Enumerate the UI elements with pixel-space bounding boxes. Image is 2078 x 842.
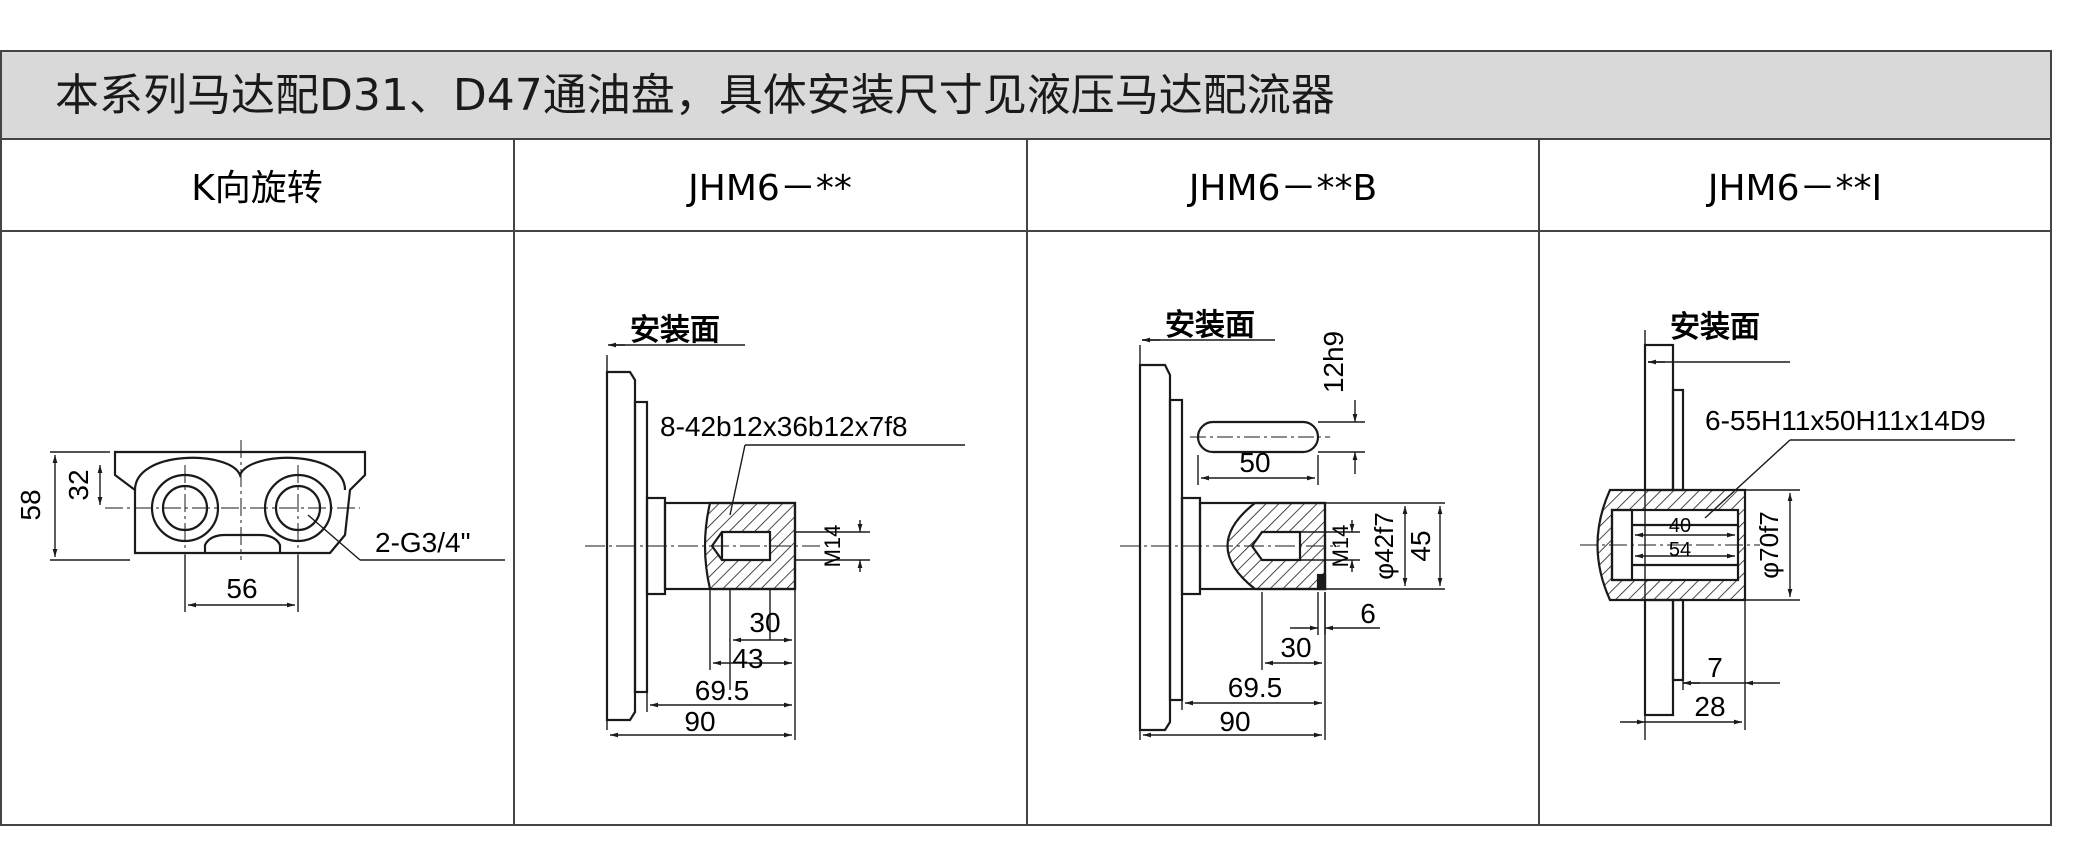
- jhm6-drawing: [585, 355, 820, 730]
- jhm6b-key-length: 50: [1239, 447, 1270, 478]
- column-header-jhm6: JHM6－**: [686, 168, 852, 209]
- jhm6i-bore-dia: φ70f7: [1754, 511, 1784, 578]
- k-view-drawing: [105, 440, 367, 560]
- jhm6i-dim-28: 28: [1694, 691, 1725, 722]
- title-band: [1, 51, 2051, 139]
- jhm6b-dimensions: [1142, 337, 1445, 740]
- jhm6i-dim-7: 7: [1707, 652, 1723, 683]
- jhm6b-drawing: [1120, 345, 1340, 740]
- k-dim-58: 58: [15, 489, 46, 520]
- mount-flange: [1138, 363, 1172, 732]
- k-dim-56: 56: [226, 573, 257, 604]
- k-view-dimensions: [50, 451, 505, 612]
- jhm6-dimensions: [608, 342, 965, 740]
- jhm6-dim-90: 90: [684, 706, 715, 737]
- jhm6b-key-width: 12h9: [1318, 331, 1349, 393]
- jhm6-dim-43: 43: [732, 643, 763, 674]
- jhm6b-mount-face-label: 安装面: [1165, 308, 1255, 343]
- jhm6b-dim-90: 90: [1219, 706, 1250, 737]
- jhm6-spline-label: 8-42b12x36b12x7f8: [660, 411, 908, 442]
- jhm6b-dim-45: 45: [1405, 530, 1436, 561]
- jhm6-dim-69-5: 69.5: [695, 675, 750, 706]
- jhm6-mount-face-label: 安装面: [630, 313, 720, 348]
- jhm6b-shaft-dia: φ42f7: [1369, 512, 1399, 579]
- jhm6b-dim-6: 6: [1360, 598, 1376, 629]
- page-title: 本系列马达配D31、D47通油盘，具体安装尺寸见液压马达配流器: [55, 70, 1335, 121]
- jhm6i-spline-label: 6-55H11x50H11x14D9: [1705, 405, 1986, 436]
- jhm6i-dimensions: [1620, 359, 2015, 730]
- column-header-jhm6i: JHM6－**I: [1706, 168, 1882, 209]
- jhm6b-dim-69-5: 69.5: [1228, 672, 1283, 703]
- column-header-k-view: K向旋转: [191, 168, 323, 209]
- jhm6b-thread-label: M14: [1328, 525, 1353, 568]
- jhm6-thread-label: M14: [820, 525, 845, 568]
- jhm6b-dim-30: 30: [1280, 632, 1311, 663]
- jhm6i-dim-40: 40: [1669, 515, 1691, 537]
- port-block-outline: [113, 450, 367, 555]
- jhm6-dim-30: 30: [749, 607, 780, 638]
- jhm6i-drawing: [1580, 330, 1760, 740]
- column-header-jhm6b: JHM6－**B: [1187, 168, 1377, 209]
- table-frame: [0, 50, 2052, 826]
- lobe-outline: [133, 456, 347, 491]
- k-dim-32: 32: [63, 469, 94, 500]
- k-port-label: 2-G3/4": [375, 527, 471, 558]
- jhm6i-dim-54: 54: [1669, 539, 1691, 561]
- jhm6i-mount-face-label: 安装面: [1670, 310, 1760, 345]
